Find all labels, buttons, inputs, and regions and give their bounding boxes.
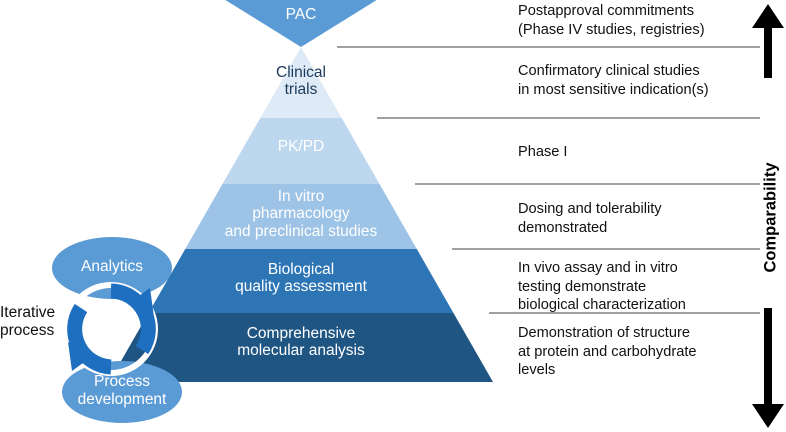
pyramid-band-pk-pd — [222, 118, 380, 184]
description-demonstration-of-structure: Demonstration of structure at protein an… — [518, 325, 697, 379]
ellipse-analytics — [52, 237, 172, 299]
arrow-down-icon — [752, 308, 784, 428]
pyramid-band-clinical-trials — [260, 47, 342, 118]
pyramid-apex-pac — [225, 0, 377, 47]
pyramid-band-biological-quality-assessment — [148, 249, 454, 313]
description-postapproval-commitments: Postapproval commitments (Phase IV studi… — [518, 3, 705, 38]
description-confirmatory-clinical-studies: Confirmatory clinical studies in most se… — [518, 63, 709, 98]
circular-arrows-icon — [64, 282, 158, 376]
description-dosing-tolerability: Dosing and tolerability demonstrated — [518, 201, 662, 236]
pyramid-bands — [109, 47, 493, 382]
description-in-vivo-assay: In vivo assay and in vitro testing demon… — [518, 260, 686, 314]
pyramid-band-in-vitro-pharmacology — [185, 184, 417, 249]
divider-lines — [337, 46, 760, 314]
comparability-label: Comparability — [761, 162, 780, 273]
description-phase-i: Phase I — [518, 144, 568, 160]
arrow-up-icon — [752, 4, 784, 78]
ellipse-process-development — [62, 361, 182, 423]
iterative-process-cycle — [52, 237, 182, 423]
pyramid-band-comprehensive-molecular-analysis — [109, 313, 493, 382]
iterative-process-caption: Iterative process — [0, 304, 56, 339]
comparability-axis — [752, 4, 784, 428]
